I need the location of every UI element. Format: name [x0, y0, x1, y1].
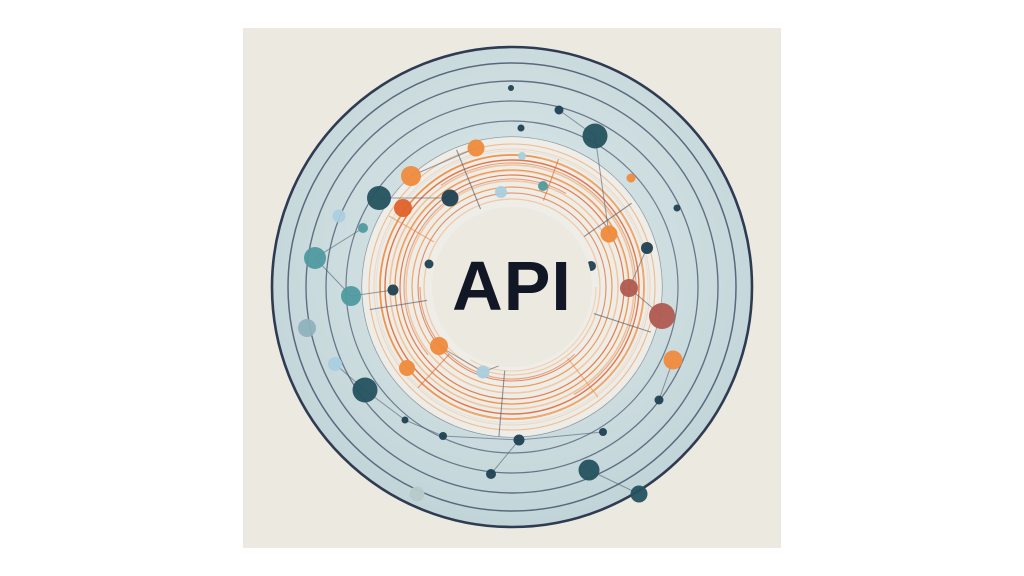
radial-tick-layer: [369, 149, 652, 437]
link-bottom-6: [490, 439, 520, 475]
node-navy-tiny-top: [517, 124, 525, 132]
band-5: [345, 120, 679, 454]
link-top-2: [594, 135, 610, 235]
link-bottom-4: [518, 431, 604, 441]
orange-arc-7: [417, 192, 607, 382]
tick-4: [417, 353, 450, 389]
node-teal-dark-lower-left: [352, 377, 378, 403]
orange-arc-9: [368, 143, 656, 431]
tick-2: [566, 357, 599, 398]
node-orange-bottom-left: [430, 337, 448, 355]
node-navy-bottom-outer: [486, 469, 496, 479]
inner-disc-layer: [432, 207, 592, 367]
orange-arc-1: [384, 159, 640, 415]
node-orange-left-upper: [401, 166, 421, 186]
node-teal-dark-upper-right: [582, 123, 608, 149]
node-pale-bottom-left: [409, 486, 425, 502]
concentric-ring-diagram: [270, 45, 754, 529]
artwork-canvas: API: [243, 28, 781, 548]
band-4: [325, 100, 699, 474]
tick-1: [593, 313, 652, 333]
node-sky-bottom: [476, 365, 490, 379]
tick-3: [498, 370, 506, 437]
orange-partial-arc-6: [445, 157, 645, 420]
node-sky-upper: [518, 152, 526, 160]
tick-9: [583, 202, 632, 237]
link-bottom-2: [404, 419, 444, 437]
node-orange-outer-right: [663, 350, 683, 370]
node-maroon-outer-right: [649, 303, 675, 329]
node-teal-lower-left: [341, 286, 361, 306]
node-teal-outer-left: [304, 247, 326, 269]
band-2: [287, 62, 737, 512]
node-orange-deep-left: [394, 199, 412, 217]
node-navy-lower-left: [387, 284, 399, 296]
inner-cream-disc: [432, 207, 592, 367]
node-maroon-right: [620, 279, 638, 297]
node-sky-mid-upper: [495, 186, 507, 198]
orange-partial-arc-1: [419, 286, 576, 380]
node-navy-low-center: [513, 434, 525, 446]
node-orange-lower: [399, 360, 415, 376]
node-navy-outer-lower-right: [654, 395, 664, 405]
node-sky-left: [332, 209, 346, 223]
node-orange-upper-left: [467, 139, 485, 157]
orange-partial-arc-2: [411, 199, 506, 388]
node-navy-low-right: [599, 428, 607, 436]
node-navy-inner-left: [424, 259, 434, 269]
node-navy-low-left: [439, 432, 447, 440]
node-teal-right-upper: [538, 181, 548, 191]
node-navy-outer-right: [641, 242, 653, 254]
node-navy-top-far: [508, 85, 514, 91]
node-navy-mid-upper: [441, 189, 459, 207]
orange-partial-arc-3: [403, 178, 567, 356]
tick-7: [456, 149, 482, 210]
node-navy-far-right: [673, 204, 681, 212]
node-teal-dark-bottom-right: [630, 485, 648, 503]
band-3: [305, 80, 719, 494]
node-navy-low-left2: [401, 416, 409, 424]
node-muted-left: [298, 319, 316, 337]
node-sky-lower-left: [328, 357, 342, 371]
tick-6: [388, 215, 435, 243]
node-orange-right: [600, 225, 618, 243]
orange-partial-arc-5: [440, 162, 637, 395]
tick-8: [542, 159, 560, 201]
link-bottom-3: [442, 435, 520, 441]
node-teal-left: [358, 223, 368, 233]
link-inner-3: [410, 147, 477, 177]
orange-arc-10: [373, 148, 651, 426]
node-teal-dark-left: [367, 186, 391, 210]
node-navy-small-top: [554, 105, 564, 115]
node-orange-upper-right: [626, 173, 636, 183]
node-teal-dark-bottom: [578, 459, 600, 481]
tick-5: [369, 299, 428, 311]
orange-arc-5: [405, 180, 619, 394]
orange-arc-8: [423, 198, 601, 376]
